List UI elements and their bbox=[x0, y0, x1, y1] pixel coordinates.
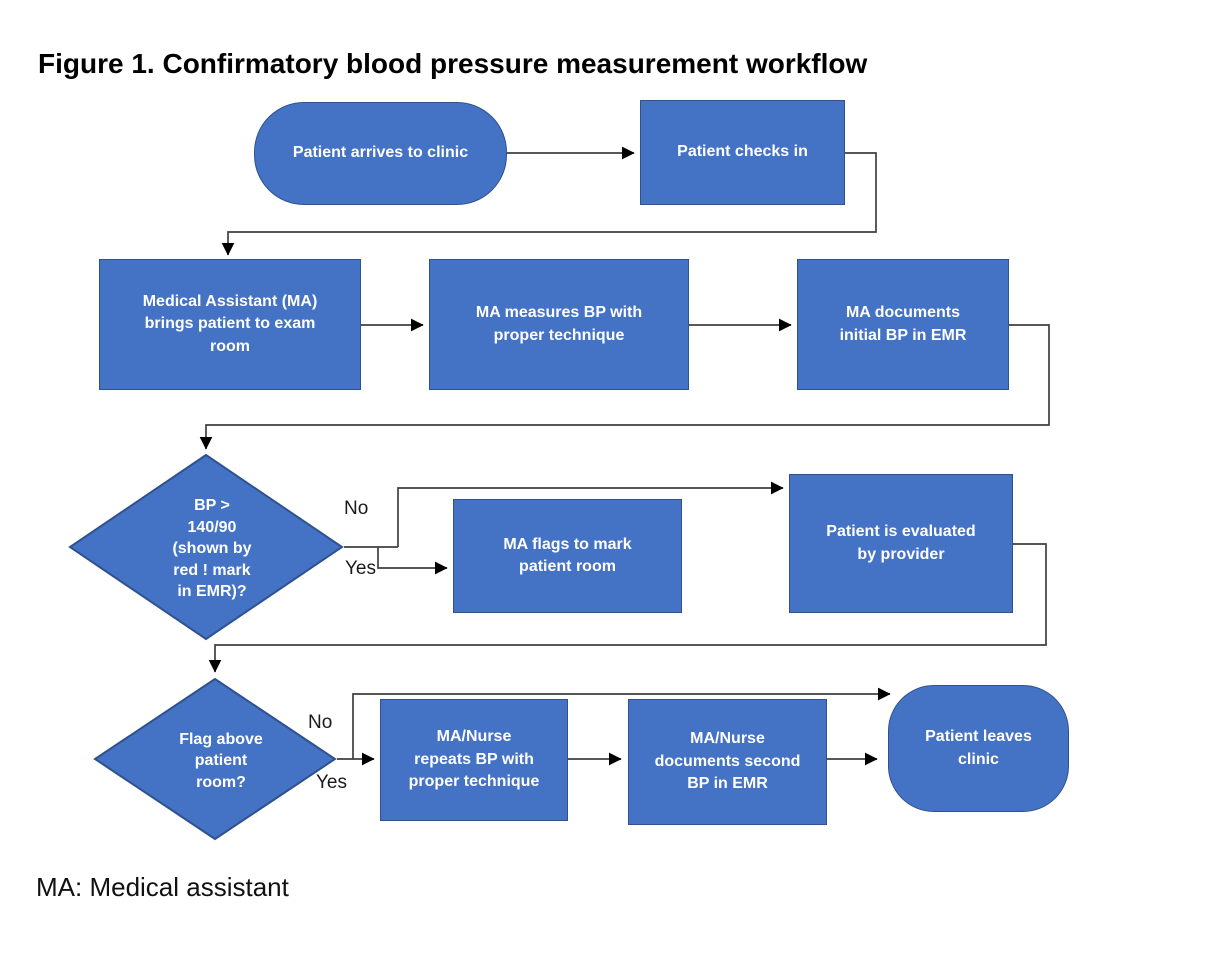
node-ma-nurse-repeats-bp: MA/Nurse repeats BP with proper techniqu… bbox=[380, 699, 568, 821]
node-ma-measures-bp: MA measures BP with proper technique bbox=[429, 259, 689, 390]
node-patient-checks-in: Patient checks in bbox=[640, 100, 845, 205]
node-ma-nurse-documents-second-bp: MA/Nurse documents second BP in EMR bbox=[628, 699, 827, 825]
node-ma-brings-patient-label: Medical Assistant (MA) brings patient to… bbox=[142, 292, 318, 355]
bp-decision-diamond-shape bbox=[68, 453, 344, 641]
connector-flag-no-to-leave bbox=[352, 687, 891, 759]
node-patient-evaluated: Patient is evaluated by provider bbox=[789, 474, 1013, 613]
node-ma-brings-patient: Medical Assistant (MA) brings patient to… bbox=[99, 259, 361, 390]
node-patient-leaves-label: Patient leaves clinic bbox=[925, 728, 1032, 768]
node-flag-decision-label: Flag above patient room? bbox=[179, 730, 263, 791]
node-ma-nurse-documents-second-bp-label: MA/Nurse documents second BP in EMR bbox=[654, 730, 801, 793]
connector-bp-yes-to-flag-room bbox=[377, 547, 448, 575]
node-patient-evaluated-label: Patient is evaluated by provider bbox=[826, 523, 976, 563]
node-bp-decision: BP > 140/90 (shown by red ! mark in EMR)… bbox=[68, 453, 344, 641]
node-ma-flags-room-label: MA flags to mark patient room bbox=[503, 535, 632, 575]
connector-checkin-to-bring bbox=[221, 152, 877, 256]
node-ma-documents-initial-bp-label: MA documents initial BP in EMR bbox=[839, 304, 967, 344]
branch-label-bp-no: No bbox=[344, 498, 369, 519]
node-ma-flags-room: MA flags to mark patient room bbox=[453, 499, 682, 613]
figure-footnote: MA: Medical assistant bbox=[36, 872, 289, 902]
node-ma-nurse-repeats-bp-label: MA/Nurse repeats BP with proper techniqu… bbox=[408, 728, 540, 791]
node-ma-documents-initial-bp: MA documents initial BP in EMR bbox=[797, 259, 1009, 390]
branch-label-flag-no: No bbox=[308, 712, 333, 733]
flag-decision-diamond-shape bbox=[93, 677, 337, 841]
figure-title: Figure 1. Confirmatory blood pressure me… bbox=[38, 48, 868, 79]
branch-label-bp-yes: Yes bbox=[345, 558, 376, 579]
connector-evaluated-to-flag-decision bbox=[208, 543, 1047, 673]
branch-label-flag-yes: Yes bbox=[316, 772, 347, 793]
connector-bp-no-to-evaluated bbox=[397, 481, 784, 547]
node-patient-arrives: Patient arrives to clinic bbox=[254, 102, 507, 205]
node-patient-checks-in-label: Patient checks in bbox=[677, 143, 808, 161]
node-patient-arrives-label: Patient arrives to clinic bbox=[292, 144, 469, 162]
node-bp-decision-label: BP > 140/90 (shown by red ! mark in EMR)… bbox=[172, 497, 252, 601]
node-flag-decision: Flag above patient room? bbox=[93, 677, 337, 841]
connector-document-to-bp-decision bbox=[199, 324, 1050, 450]
node-ma-measures-bp-label: MA measures BP with proper technique bbox=[475, 304, 643, 344]
node-patient-leaves: Patient leaves clinic bbox=[888, 685, 1069, 812]
